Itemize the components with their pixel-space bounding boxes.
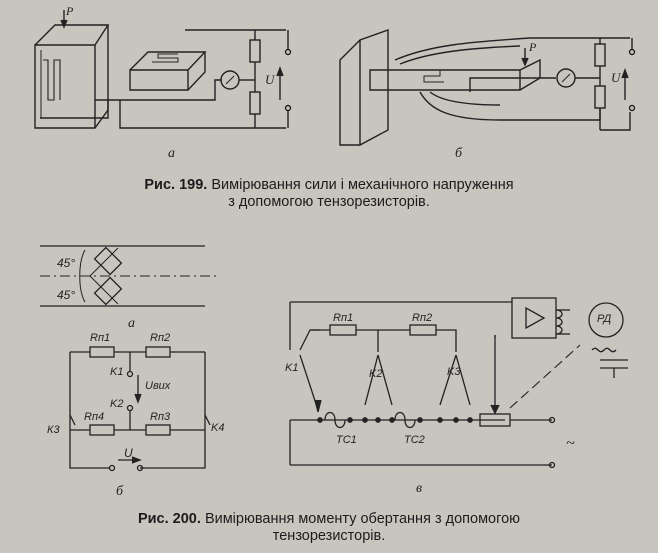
fig200v-circuit bbox=[289, 297, 628, 469]
fig199a-block bbox=[34, 24, 110, 129]
caption-fig200-line1: Вимірювання моменту обертання з допомого… bbox=[204, 511, 521, 527]
fig200b-rn2: Rп2 bbox=[150, 332, 171, 344]
caption-fig200-number: Рис. 200. bbox=[137, 511, 201, 527]
fig199b-wall bbox=[339, 29, 389, 146]
fig200v-rn2: Rп2 bbox=[412, 312, 433, 324]
fig200b-k4: K4 bbox=[211, 422, 225, 434]
fig199b-force-label: P bbox=[529, 40, 537, 54]
fig200b-rn3: Rп3 bbox=[150, 411, 171, 423]
fig200b-u: U bbox=[124, 446, 133, 460]
caption-fig200-line2: тензорезисторів. bbox=[272, 528, 386, 544]
caption-fig200: Рис. 200. Вимірювання моменту обертання … bbox=[9, 511, 649, 545]
fig200a-angle-top: 45° bbox=[57, 256, 76, 270]
caption-fig199: Рис. 199. Вимірювання сили і механічного… bbox=[9, 177, 649, 211]
fig199-sub-a: а bbox=[168, 146, 175, 161]
fig200-sub-b: б bbox=[116, 484, 124, 499]
fig200a-gauge-top bbox=[93, 246, 123, 276]
fig199-sub-b: б bbox=[455, 146, 463, 161]
fig200b-rn1: Rп1 bbox=[90, 332, 111, 344]
fig199b-voltage-label: U bbox=[611, 70, 621, 85]
fig200b-k1: K1 bbox=[110, 366, 124, 378]
fig200v-motor-rd bbox=[588, 302, 624, 338]
fig200b-rn4: Rп4 bbox=[84, 411, 105, 423]
fig199b-resistor-bottom bbox=[594, 85, 606, 109]
fig200b-k3: К3 bbox=[47, 424, 60, 436]
fig200a-gauge-bottom bbox=[93, 276, 123, 306]
fig199b-resistor-top bbox=[594, 43, 606, 67]
fig200b-bridge bbox=[69, 346, 211, 472]
caption-fig199-number: Рис. 199. bbox=[144, 177, 208, 193]
fig199a-resistor-bottom bbox=[249, 91, 261, 115]
fig200v-rn1: Rп1 bbox=[333, 312, 354, 324]
fig200b-uvyh: Uвих bbox=[145, 380, 171, 392]
fig199a-force-label: P bbox=[66, 4, 74, 18]
caption-fig199-line2: з допомогою тензорезисторів. bbox=[228, 194, 430, 210]
fig200v-tc1: TC1 bbox=[336, 434, 357, 446]
fig200a-angle-bottom: 45° bbox=[57, 288, 76, 302]
caption-fig199-line1: Вимірювання сили і механічного напруженн… bbox=[211, 177, 514, 193]
fig200v-rd: РД bbox=[597, 313, 612, 325]
fig200v-tc2: TC2 bbox=[404, 434, 425, 446]
fig200v-ac-symbol: ~ bbox=[566, 435, 575, 452]
fig200-sub-v: в bbox=[416, 481, 423, 496]
fig199a-resistor-top bbox=[249, 39, 261, 63]
fig199a-voltage-label: U bbox=[265, 72, 275, 87]
fig200-sub-a: а bbox=[128, 316, 135, 331]
fig200v-k3: K3 bbox=[447, 366, 461, 378]
fig200b-k2: K2 bbox=[110, 398, 124, 410]
fig200a-shaft bbox=[40, 245, 205, 307]
fig200v-k2: K2 bbox=[369, 368, 383, 380]
fig199b-beam bbox=[369, 58, 541, 91]
fig199a-gauge-block bbox=[129, 51, 207, 91]
fig200v-amplifier bbox=[511, 297, 557, 339]
fig200v-k1: K1 bbox=[285, 362, 299, 374]
